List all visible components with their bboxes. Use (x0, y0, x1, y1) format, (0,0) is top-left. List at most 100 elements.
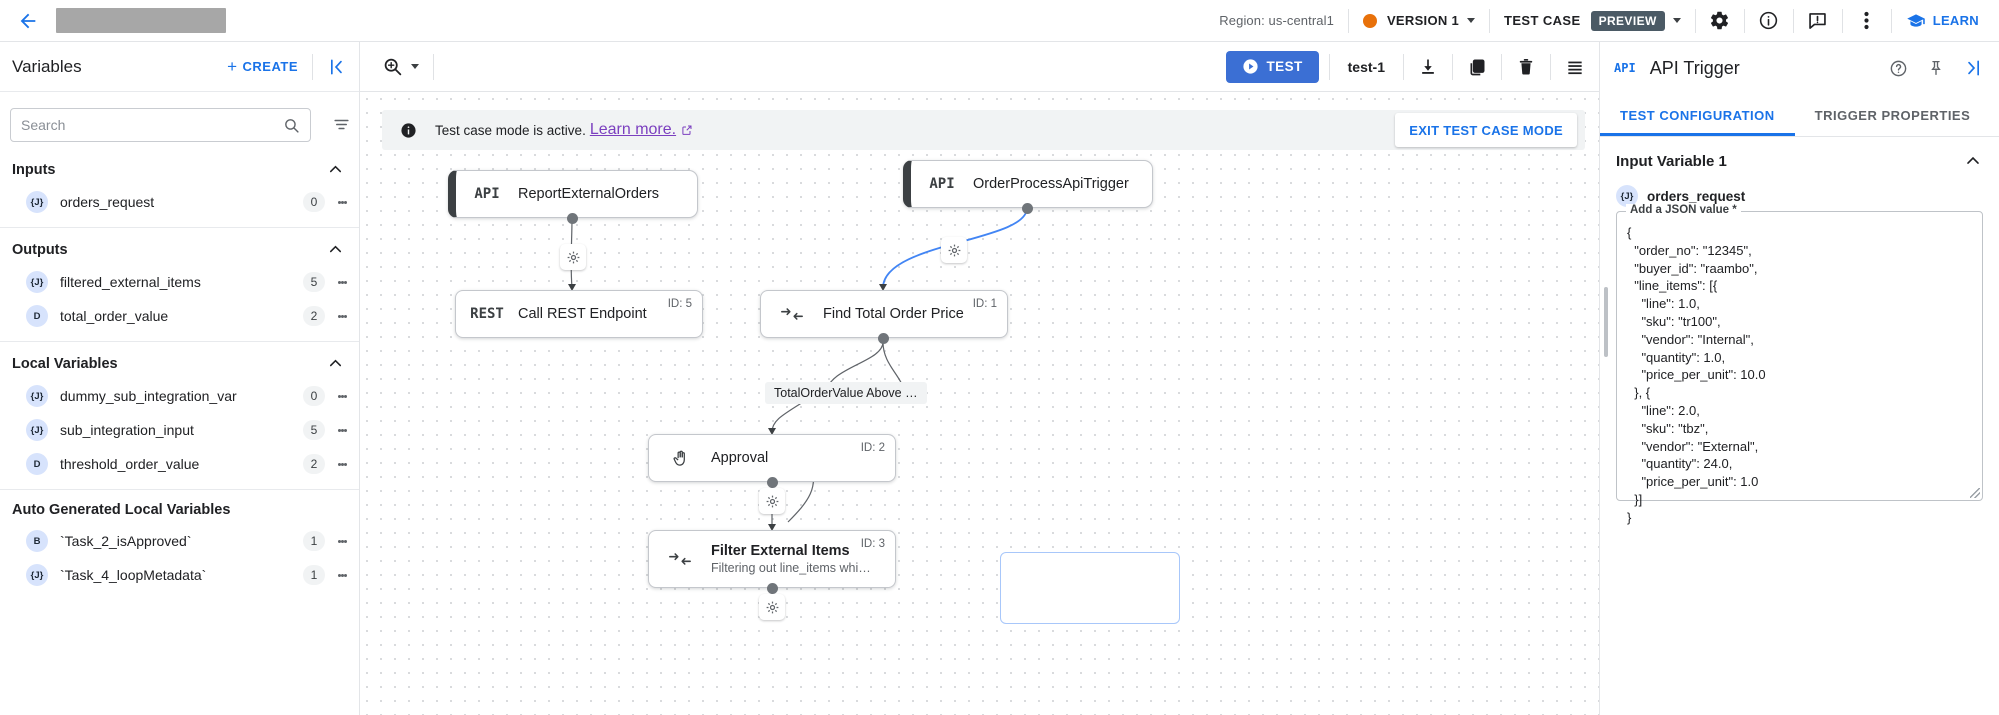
create-variable-button[interactable]: + CREATE (213, 58, 312, 75)
panel-scrollbar[interactable] (1604, 287, 1608, 357)
sidebar-header: Variables + CREATE (0, 42, 359, 92)
variable-more-icon[interactable] (331, 313, 353, 319)
zoom-control[interactable] (372, 56, 433, 77)
mapping-type-icon (649, 550, 711, 568)
json-value-field[interactable]: Add a JSON value * { "order_no": "12345"… (1616, 204, 1983, 525)
api-trigger-panel: API API Trigger TEST CONFIGURATION TRIGG… (1599, 42, 1999, 715)
tab-test-configuration[interactable]: TEST CONFIGURATION (1600, 94, 1795, 136)
back-arrow-icon[interactable] (10, 3, 46, 39)
variable-group-header[interactable]: Local Variables (0, 342, 359, 379)
pin-icon[interactable] (1917, 46, 1955, 90)
edge-condition-label[interactable]: TotalOrderValue Above … (765, 382, 927, 404)
mapping-type-icon (761, 305, 823, 323)
variable-more-icon[interactable] (331, 279, 353, 285)
variable-type-badge: {J} (26, 271, 48, 293)
tab-trigger-properties[interactable]: TRIGGER PROPERTIES (1814, 107, 1971, 123)
chevron-up-icon (1967, 156, 1979, 164)
input-variable-section-header[interactable]: Input Variable 1 (1616, 151, 1983, 171)
section-title: Input Variable 1 (1616, 152, 1727, 170)
variable-count-badge: 1 (303, 531, 325, 551)
create-label: CREATE (242, 59, 298, 74)
node-title: Approval (711, 450, 769, 466)
variable-type-badge: D (26, 453, 48, 475)
divider (1694, 8, 1696, 33)
node-output-port[interactable] (767, 583, 778, 594)
node-order-process-api-trigger[interactable]: API OrderProcessApiTrigger (903, 160, 1153, 208)
edge-settings-gear-icon[interactable] (759, 594, 785, 620)
node-output-port[interactable] (1022, 203, 1033, 214)
variable-name: filtered_external_items (60, 274, 201, 290)
learn-more-link[interactable]: Learn more. (589, 121, 677, 138)
learn-button[interactable]: LEARN (1892, 11, 1995, 31)
flow-canvas[interactable]: Test case mode is active. Learn more. EX… (360, 92, 1599, 715)
search-row (0, 100, 359, 148)
feedback-icon[interactable] (1794, 0, 1842, 42)
variable-more-icon[interactable] (331, 461, 353, 467)
test-label: TEST (1266, 59, 1303, 74)
variable-group-header[interactable]: Outputs (0, 228, 359, 265)
variable-row[interactable]: {J}`Task_4_loopMetadata`1 (0, 558, 359, 592)
variable-type-badge: {J} (26, 191, 48, 213)
node-find-total-order-price[interactable]: Find Total Order Price ID: 1 (760, 290, 1008, 338)
variable-row[interactable]: B`Task_2_isApproved`1 (0, 524, 359, 558)
variable-name: orders_request (60, 194, 155, 210)
info-icon[interactable] (1745, 0, 1793, 42)
divider (1890, 8, 1892, 33)
variable-group-header[interactable]: Inputs (0, 148, 359, 185)
sort-icon[interactable] (323, 104, 359, 144)
variables-sidebar: Variables + CREATE (0, 42, 360, 715)
node-approval[interactable]: Approval ID: 2 (648, 434, 896, 482)
variable-more-icon[interactable] (331, 199, 353, 205)
node-output-port[interactable] (567, 213, 578, 224)
edge-settings-gear-icon[interactable] (759, 488, 785, 514)
search-input[interactable] (21, 117, 283, 133)
download-icon[interactable] (1404, 42, 1452, 92)
variable-more-icon[interactable] (331, 393, 353, 399)
duplicate-icon[interactable] (1453, 42, 1501, 92)
help-icon[interactable] (1879, 46, 1917, 90)
sidebar-content: Inputs{J}orders_request0Outputs{J}filter… (0, 92, 359, 715)
node-report-external-orders[interactable]: API ReportExternalOrders (448, 170, 698, 218)
list-icon[interactable] (1551, 42, 1599, 92)
edge-settings-gear-icon[interactable] (941, 237, 967, 263)
collapse-right-icon[interactable] (1955, 46, 1993, 90)
divider (1347, 8, 1349, 33)
exit-test-case-mode-button[interactable]: EXIT TEST CASE MODE (1395, 113, 1577, 147)
version-status-dot (1362, 13, 1377, 28)
node-call-rest-endpoint[interactable]: REST Call REST Endpoint ID: 5 (455, 290, 703, 338)
collapse-sidebar-icon[interactable] (313, 42, 359, 92)
variable-more-icon[interactable] (331, 427, 353, 433)
resize-handle[interactable] (1970, 488, 1980, 498)
node-output-port[interactable] (767, 477, 778, 488)
variable-more-icon[interactable] (331, 538, 353, 544)
node-title: Find Total Order Price (823, 306, 964, 322)
delete-icon[interactable] (1502, 42, 1550, 92)
node-output-port[interactable] (878, 333, 889, 344)
variable-group-header[interactable]: Auto Generated Local Variables (0, 490, 359, 524)
divider (1489, 8, 1490, 33)
gear-icon[interactable] (1696, 0, 1744, 42)
canvas-area: TEST test-1 (360, 42, 1599, 715)
edge-settings-gear-icon[interactable] (560, 244, 586, 270)
version-selector[interactable]: VERSION 1 (1349, 0, 1489, 42)
search-field[interactable] (10, 108, 311, 142)
panel-title: API Trigger (1649, 57, 1740, 78)
more-vert-icon[interactable] (1843, 0, 1891, 42)
plus-icon: + (227, 57, 238, 76)
test-button[interactable]: TEST (1225, 50, 1319, 83)
test-case-selector[interactable]: TEST CASE PREVIEW (1490, 0, 1695, 42)
node-filter-external-items[interactable]: Filter External Items Filtering out line… (648, 530, 896, 588)
variable-name: sub_integration_input (60, 422, 194, 438)
json-value-text[interactable]: { "order_no": "12345", "buyer_id": "raam… (1627, 225, 1766, 525)
selection-placeholder-box[interactable] (1000, 552, 1180, 624)
variable-type-badge: {J} (1616, 185, 1638, 207)
variable-more-icon[interactable] (331, 572, 353, 578)
